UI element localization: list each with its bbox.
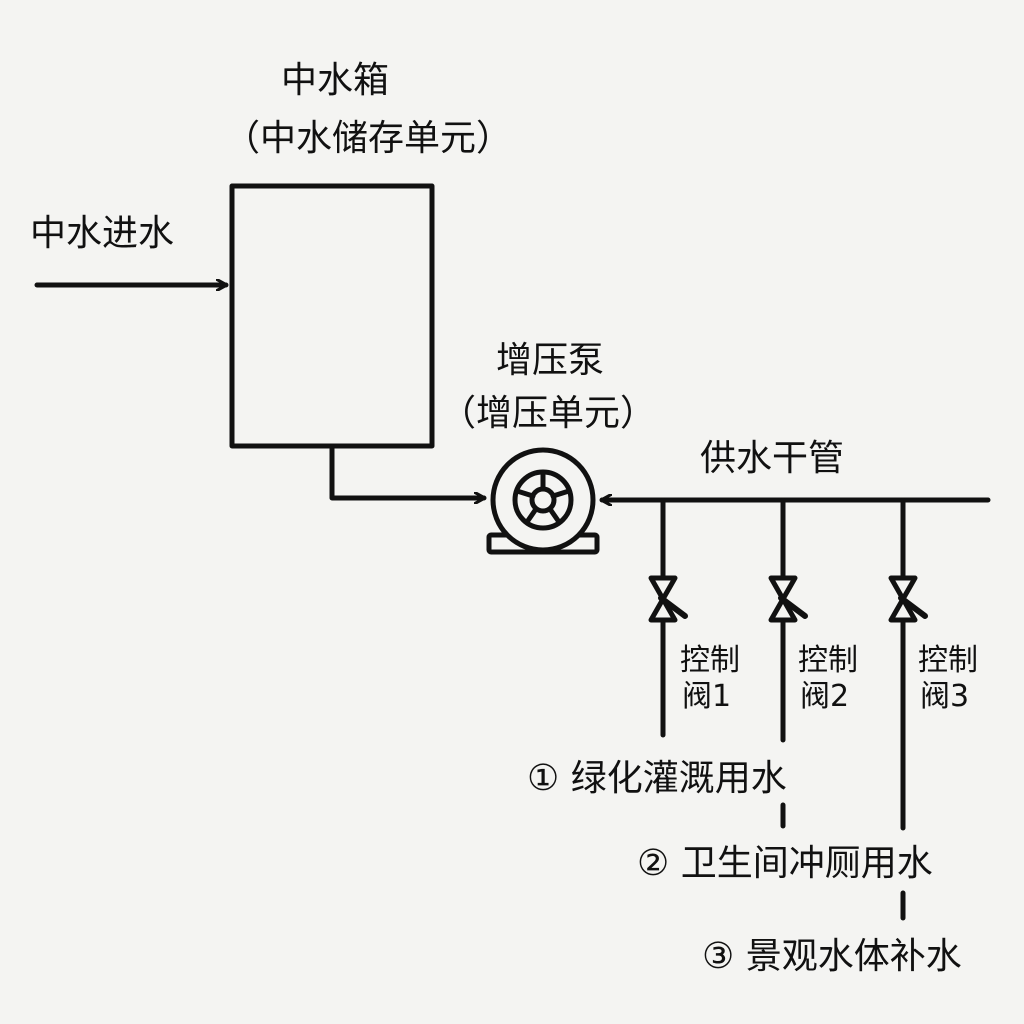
water-tank: [229, 183, 435, 449]
control-valve-2-icon[interactable]: [768, 575, 808, 623]
valve-3-label-line2: 阀3: [920, 679, 969, 714]
tank-subtitle: （中水储存单元）: [224, 118, 512, 159]
use-3-label: ③ 景观水体补水: [702, 936, 962, 977]
use-1-label: ① 绿化灌溉用水: [527, 758, 787, 799]
valve-3-label-line1: 控制: [918, 643, 978, 678]
control-valve-1-icon[interactable]: [648, 575, 688, 623]
pump-subtitle: （增压单元）: [440, 393, 656, 434]
tank-to-pump-pipe: [329, 443, 487, 498]
valve-1-label-line1: 控制: [680, 643, 740, 678]
tank-title: 中水箱: [281, 60, 389, 101]
control-valve-3-icon[interactable]: [888, 575, 928, 623]
valve-1-label-line2: 阀1: [682, 679, 731, 714]
valve-2-label-line1: 控制: [798, 643, 858, 678]
main-pipe-label: 供水干管: [700, 438, 844, 479]
pump-icon: [486, 447, 600, 555]
pump-title: 增压泵: [496, 340, 604, 381]
use-2-label: ② 卫生间冲厕用水: [637, 843, 933, 884]
valve-2-label-line2: 阀2: [800, 679, 849, 714]
inlet-label: 中水进水: [30, 213, 174, 254]
